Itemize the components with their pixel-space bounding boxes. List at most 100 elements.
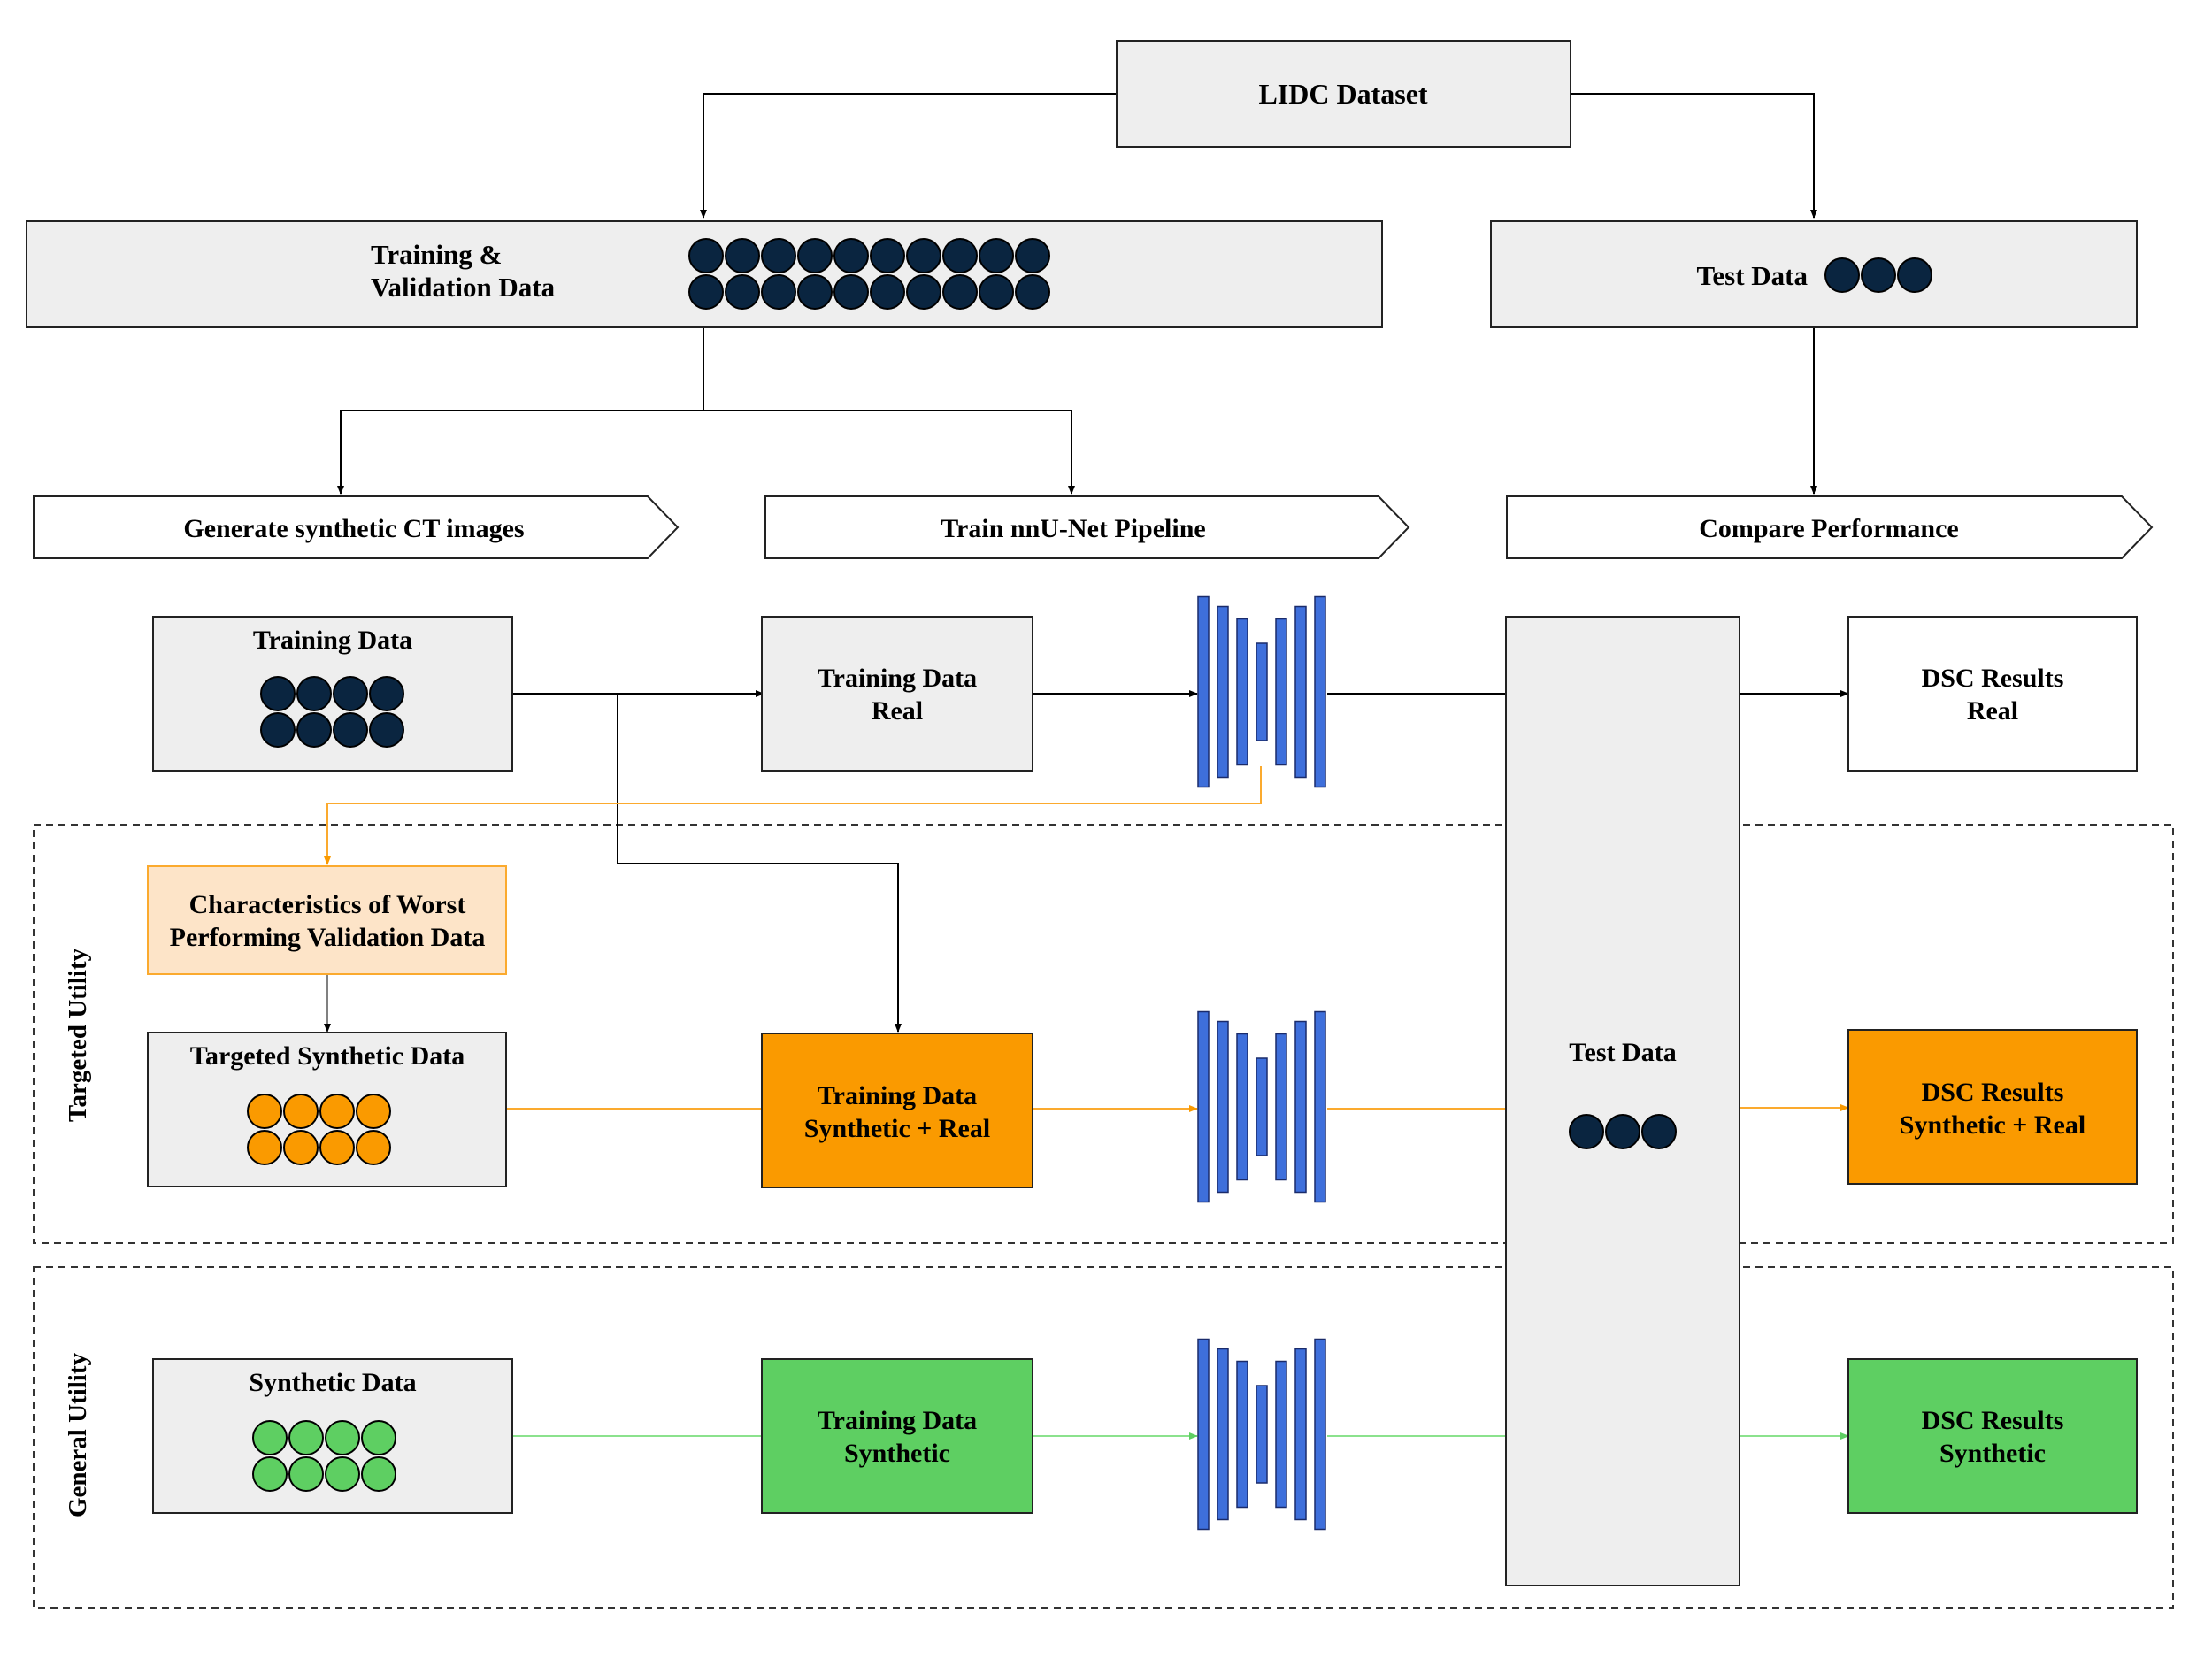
network-layer-bar bbox=[1217, 605, 1229, 779]
nnunet-network-icon bbox=[1197, 1010, 1326, 1203]
data-sample-dot bbox=[247, 1094, 282, 1129]
test-data-label: Test Data bbox=[1697, 260, 1809, 291]
nnunet-network-icon bbox=[1197, 1338, 1326, 1531]
dsc-results-real-line2: Real bbox=[1967, 696, 2018, 726]
data-sample-dot bbox=[688, 238, 724, 273]
data-sample-dot bbox=[333, 676, 368, 711]
network-layer-bar bbox=[1294, 1348, 1307, 1521]
general-utility-section bbox=[33, 1266, 2174, 1609]
data-sample-dot bbox=[369, 676, 404, 711]
lidc-dataset-title: LIDC Dataset bbox=[1258, 78, 1427, 110]
data-sample-dot bbox=[319, 1130, 355, 1165]
targeted-synthetic-data-label: Targeted Synthetic Data bbox=[190, 1041, 465, 1071]
data-sample-dot bbox=[1897, 257, 1932, 293]
dsc-results-synthetic-box bbox=[1847, 1358, 2138, 1514]
data-sample-dot bbox=[906, 238, 941, 273]
training-data-dots bbox=[260, 676, 404, 748]
training-validation-label-line1: Training & bbox=[371, 239, 502, 270]
general-utility-label: General Utility bbox=[64, 1352, 92, 1517]
data-sample-dot bbox=[283, 1130, 319, 1165]
network-layer-bar bbox=[1236, 618, 1248, 766]
network-layer-bar bbox=[1197, 1338, 1210, 1531]
network-layer-bar bbox=[1294, 1020, 1307, 1194]
training-data-combo-box bbox=[761, 1033, 1033, 1188]
dsc-results-synthetic-line2: Synthetic bbox=[1939, 1439, 2046, 1468]
data-sample-dot bbox=[252, 1420, 288, 1455]
data-sample-dot bbox=[325, 1456, 360, 1492]
data-sample-dot bbox=[761, 274, 796, 310]
data-sample-dot bbox=[833, 274, 869, 310]
training-data-combo-line1: Training Data bbox=[818, 1081, 977, 1110]
network-layer-bar bbox=[1236, 1033, 1248, 1181]
training-data-synthetic-box bbox=[761, 1358, 1033, 1514]
data-sample-dot bbox=[1824, 257, 1860, 293]
data-sample-dot bbox=[942, 238, 978, 273]
train-step-banner bbox=[764, 495, 1410, 559]
data-sample-dot bbox=[296, 676, 332, 711]
dsc-results-synthetic-line1: DSC Results bbox=[1922, 1406, 2064, 1435]
data-sample-dot bbox=[361, 1456, 396, 1492]
network-layer-bar bbox=[1236, 1360, 1248, 1509]
data-sample-dot bbox=[333, 712, 368, 748]
training-data-real-box bbox=[761, 616, 1033, 772]
data-sample-dot bbox=[979, 274, 1014, 310]
generate-step-banner bbox=[33, 495, 680, 559]
data-sample-dot bbox=[725, 274, 760, 310]
orange-connectors bbox=[324, 766, 1849, 1112]
compare-step-banner bbox=[1506, 495, 2154, 559]
data-sample-dot bbox=[361, 1420, 396, 1455]
training-data-label: Training Data bbox=[253, 626, 412, 655]
lidc-dataset-box bbox=[1116, 40, 1571, 148]
network-layer-bar bbox=[1275, 618, 1287, 766]
characteristics-line1: Characteristics of Worst bbox=[189, 890, 466, 919]
shared-test-data-dots bbox=[1569, 1114, 1677, 1149]
training-validation-label-line2: Validation Data bbox=[371, 272, 556, 303]
dsc-results-real-line1: DSC Results bbox=[1922, 664, 2064, 693]
data-sample-dot bbox=[942, 274, 978, 310]
characteristics-line2: Performing Validation Data bbox=[170, 923, 486, 952]
data-sample-dot bbox=[288, 1420, 324, 1455]
synthetic-data-dots bbox=[252, 1420, 396, 1492]
targeted-synthetic-dots bbox=[247, 1094, 391, 1165]
data-sample-dot bbox=[283, 1094, 319, 1129]
data-sample-dot bbox=[906, 274, 941, 310]
data-sample-dot bbox=[797, 238, 833, 273]
data-sample-dot bbox=[260, 712, 296, 748]
network-layer-bar bbox=[1314, 1010, 1326, 1203]
data-sample-dot bbox=[833, 238, 869, 273]
training-data-synthetic-line2: Synthetic bbox=[844, 1439, 950, 1468]
characteristics-box bbox=[147, 865, 507, 975]
network-layer-bar bbox=[1294, 605, 1307, 779]
targeted-utility-section bbox=[33, 824, 2174, 1244]
network-layer-bar bbox=[1256, 642, 1268, 741]
network-layer-bar bbox=[1275, 1360, 1287, 1509]
data-sample-dot bbox=[369, 712, 404, 748]
network-layer-bar bbox=[1217, 1348, 1229, 1521]
data-sample-dot bbox=[870, 274, 905, 310]
network-layer-bar bbox=[1314, 1338, 1326, 1531]
data-sample-dot bbox=[797, 274, 833, 310]
data-sample-dot bbox=[252, 1456, 288, 1492]
training-data-real-line2: Real bbox=[872, 696, 923, 726]
training-data-synthetic-line1: Training Data bbox=[818, 1406, 977, 1435]
data-sample-dot bbox=[356, 1094, 391, 1129]
synthetic-data-label: Synthetic Data bbox=[249, 1368, 416, 1397]
data-sample-dot bbox=[1861, 257, 1896, 293]
nnunet-network-icon bbox=[1197, 595, 1326, 788]
data-sample-dot bbox=[1015, 238, 1050, 273]
data-sample-dot bbox=[1569, 1114, 1604, 1149]
data-sample-dot bbox=[761, 238, 796, 273]
network-layer-bar bbox=[1314, 595, 1326, 788]
compare-step-label: Compare Performance bbox=[1699, 514, 1959, 543]
network-layer-bar bbox=[1197, 1010, 1210, 1203]
dsc-results-combo-line1: DSC Results bbox=[1922, 1078, 2064, 1107]
train-step-label: Train nnU-Net Pipeline bbox=[941, 514, 1205, 543]
test-data-box bbox=[1490, 220, 2138, 328]
network-layer-bar bbox=[1256, 1385, 1268, 1484]
black-connectors bbox=[324, 93, 1849, 1033]
dsc-results-combo-box bbox=[1847, 1029, 2138, 1185]
network-layer-bar bbox=[1197, 595, 1210, 788]
data-sample-dot bbox=[247, 1130, 282, 1165]
network-layer-bar bbox=[1275, 1033, 1287, 1181]
